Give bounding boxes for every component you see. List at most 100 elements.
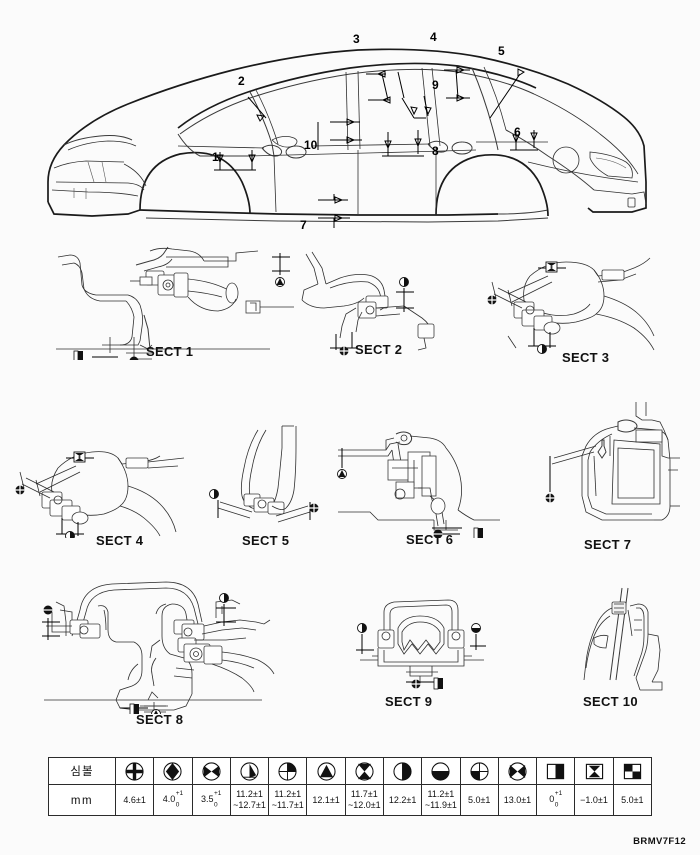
symbol-legend-table: 심볼 — [48, 757, 653, 816]
value-6-second: ~12.0±1 — [347, 800, 381, 810]
section-diagram-sect6: SECT 6 — [334, 424, 514, 547]
symbol-cell-1 — [153, 757, 193, 785]
circle-triangle-fill-icon — [307, 758, 344, 784]
sect7-label: SECT 7 — [584, 537, 632, 552]
sect2-svg — [301, 251, 435, 356]
value-2-sub: 0 — [214, 801, 218, 809]
callout-leader-4 — [444, 66, 470, 102]
symbol-cell-7 — [382, 757, 423, 785]
symbol-header-label: 심볼 — [70, 766, 94, 778]
value-2-sup: +1 — [214, 790, 222, 798]
sect7-svg — [545, 402, 680, 521]
square-checker-icon — [614, 758, 651, 784]
callout-6: 6 — [514, 125, 521, 139]
sect10-label: SECT 10 — [583, 694, 638, 709]
symbol-cell-6 — [344, 757, 384, 785]
table-header-symbol: 심볼 — [48, 757, 116, 785]
symbol-cell-12 — [574, 757, 614, 785]
square-hourglass-icon — [575, 758, 612, 784]
symbol-cell-9 — [459, 757, 499, 785]
section-diagram-sect9: SECT 9 — [348, 594, 498, 709]
sect2-label: SECT 2 — [355, 342, 403, 357]
section-diagram-sect8: SECT 8 — [26, 578, 296, 727]
sect5-svg — [209, 425, 319, 523]
value-4-second: ~11.7±1 — [271, 800, 304, 810]
value-cell-2: 3.5+1 0 — [191, 784, 231, 816]
vehicle-outline-svg — [47, 48, 647, 228]
value-cell-3: 11.2±1 ~12.7±1 — [229, 784, 270, 816]
callout-leader-3 — [366, 70, 405, 104]
document-code: BRMV7F12 — [633, 836, 686, 847]
circle-hourglass-h-icon — [193, 758, 230, 784]
value-cell-0: 4.6±1 — [114, 784, 155, 816]
symbol-cell-4 — [268, 757, 308, 785]
symbol-cell-10 — [497, 757, 538, 785]
sect5-label: SECT 5 — [242, 533, 290, 548]
circle-quad-lower-left-icon — [461, 758, 498, 784]
symbol-cell-0 — [114, 757, 155, 785]
symbol-cell-11 — [536, 757, 576, 785]
callout-4: 4 — [430, 30, 437, 44]
callout-5: 5 — [498, 44, 505, 58]
callout-2: 2 — [238, 74, 245, 88]
sect8-svg — [42, 581, 275, 714]
callout-leader-7 — [318, 194, 350, 228]
callout-leader-9 — [401, 95, 432, 119]
value-11-sup: +1 — [554, 790, 563, 798]
section-diagram-sect3: SECT 3 — [478, 252, 668, 365]
value-cell-9: 5.0±1 — [459, 784, 499, 816]
sect6-svg — [337, 431, 500, 538]
unit-label: mm — [70, 795, 94, 807]
table-header-unit: mm — [48, 784, 116, 816]
value-3: 11.2±1 — [236, 789, 263, 800]
callout-leader-5 — [489, 68, 525, 119]
section-diagram-sect2: SECT 2 — [300, 250, 460, 358]
value-cell-7: 12.2±1 — [382, 784, 423, 816]
value-1-sub: 0 — [175, 801, 180, 809]
callout-3: 3 — [353, 32, 360, 46]
square-half-right-icon — [537, 758, 574, 784]
circle-bowtie-h-icon — [499, 758, 536, 784]
callout-leader-2 — [247, 96, 267, 122]
section-diagram-sect1: SECT 1 — [40, 245, 300, 360]
circle-filled-diamond-icon — [154, 758, 191, 784]
sect4-svg — [15, 451, 185, 538]
value-4: 11.2±1 — [274, 789, 302, 800]
value-8-second: ~11.9±1 — [424, 800, 457, 810]
sect1-label: SECT 1 — [146, 344, 194, 359]
callout-leader-1 — [214, 150, 256, 171]
section-diagram-sect7: SECT 7 — [524, 400, 684, 552]
value-cell-4: 11.2±1 ~11.7±1 — [268, 784, 308, 816]
symbol-cell-2 — [191, 757, 231, 785]
sect4-label: SECT 4 — [96, 533, 144, 548]
value-7: 12.2±1 — [388, 794, 417, 805]
symbol-cell-5 — [306, 757, 346, 785]
value-6: 11.7±1 — [350, 789, 378, 800]
callout-leader-6 — [510, 130, 538, 151]
sect9-svg — [356, 599, 486, 690]
callout-10: 10 — [304, 138, 318, 152]
value-cell-13: 5.0±1 — [612, 784, 653, 816]
value-5: 12.1±1 — [312, 794, 340, 805]
value-13: 5.0±1 — [621, 794, 644, 805]
symbol-cell-13 — [612, 757, 653, 785]
section-diagram-sect5: SECT 5 — [196, 424, 336, 548]
callout-1: 1 — [212, 150, 219, 164]
sect10-svg — [583, 587, 663, 691]
value-cell-12: −1.0±1 — [574, 784, 614, 816]
value-1-sup: +1 — [175, 790, 184, 798]
value-10: 13.0±1 — [503, 794, 532, 805]
value-11: 0 — [549, 794, 555, 805]
circle-half-right-icon — [384, 758, 421, 784]
value-11-sub: 0 — [554, 801, 559, 809]
callout-leader-10 — [317, 118, 362, 150]
value-2: 3.5 — [200, 794, 214, 805]
value-cell-5: 12.1±1 — [306, 784, 346, 816]
circle-quad-upper-right-icon — [269, 758, 306, 784]
value-12: −1.0±1 — [580, 794, 608, 805]
symbol-cell-3 — [229, 757, 270, 785]
circle-half-bottom-icon — [422, 758, 459, 784]
